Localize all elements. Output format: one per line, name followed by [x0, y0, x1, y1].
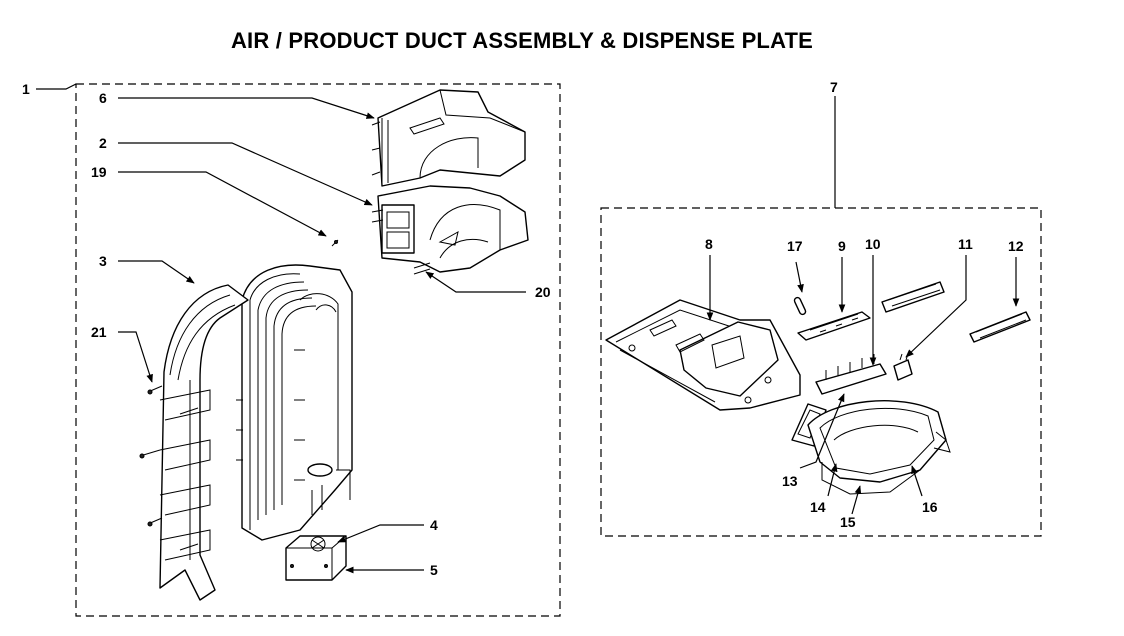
part-16-bowl — [807, 400, 951, 495]
diagram-title: AIR / PRODUCT DUCT ASSEMBLY & DISPENSE P… — [230, 28, 814, 53]
callout-16: 16 — [922, 499, 938, 515]
callout-14: 14 — [810, 499, 826, 515]
part-17-o-ring — [793, 296, 807, 316]
part-3-duct-housing — [236, 264, 353, 541]
callout-20: 20 — [535, 284, 551, 300]
callout-19: 19 — [91, 164, 107, 180]
callout-1: 1 — [22, 81, 30, 97]
part-12-nozzle-bar — [969, 311, 1031, 343]
callout-17: 17 — [787, 238, 803, 254]
part-21-duct-channel — [139, 284, 249, 601]
callout-2: 2 — [99, 135, 107, 151]
callout-3: 3 — [99, 253, 107, 269]
callout-15: 15 — [840, 514, 856, 530]
callout-12: 12 — [1008, 238, 1024, 254]
callout-6: 6 — [99, 90, 107, 106]
callout-10: 10 — [865, 236, 881, 252]
callout-13: 13 — [782, 473, 798, 489]
leader-lines — [36, 83, 1020, 574]
part-19-screw — [331, 239, 339, 247]
callout-labels: 1 6 2 19 3 21 20 4 5 7 8 17 9 10 11 12 1… — [22, 79, 1024, 578]
part-8-dispense-plate — [605, 299, 801, 411]
part-2-duct-manifold — [371, 185, 529, 275]
part-4-fan — [285, 535, 347, 581]
part-9-bracket — [797, 311, 871, 341]
callout-5: 5 — [430, 562, 438, 578]
callout-8: 8 — [705, 236, 713, 252]
callout-4: 4 — [430, 517, 438, 533]
assembly-group-box-left — [75, 83, 561, 617]
part-10-nozzle-bar — [881, 281, 945, 313]
part-11-fitting — [893, 353, 913, 381]
part-6-upper-duct — [371, 89, 526, 187]
callout-11: 11 — [958, 236, 973, 252]
callout-21: 21 — [91, 324, 107, 340]
assembly-group-box-right — [600, 207, 1042, 537]
callout-7: 7 — [830, 79, 838, 95]
callout-9: 9 — [838, 238, 846, 254]
